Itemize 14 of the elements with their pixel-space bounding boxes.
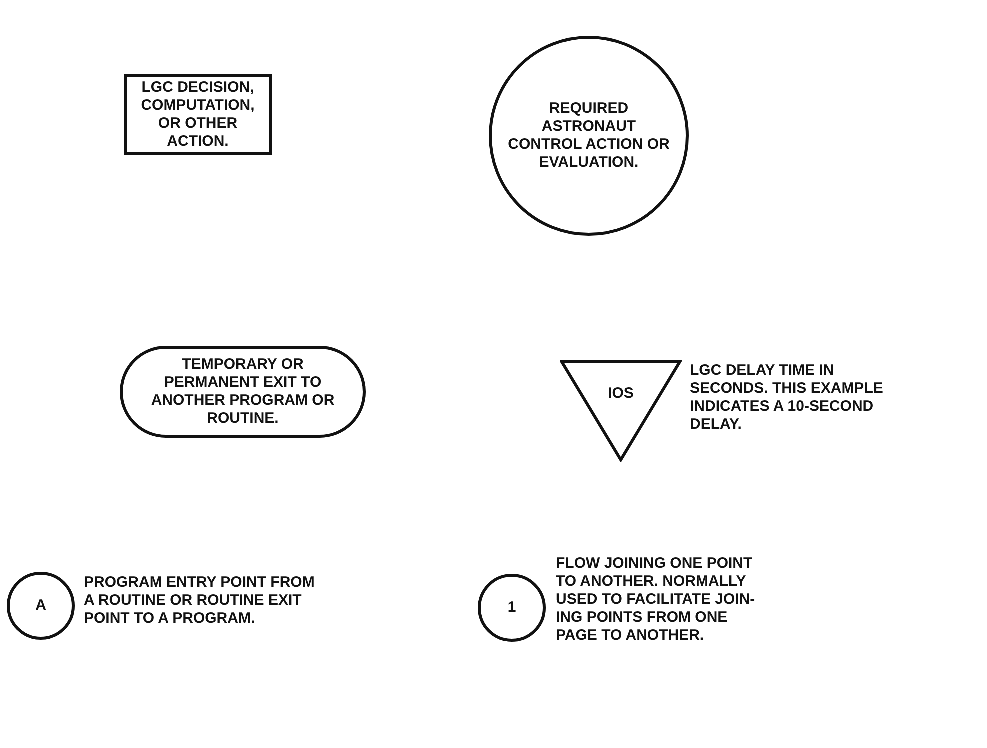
delay-triangle <box>560 360 682 462</box>
node-label: A <box>36 597 46 615</box>
description-text: FLOW JOINING ONE POINT TO ANOTHER. NORMALLY USED TO FACILITATE JOIN-ING POINTS FROM ONE PAGE TO ANOTHER. <box>556 555 756 645</box>
node-label: REQUIRED ASTRONAUT CONTROL ACTION OR EVALUATION. <box>507 100 671 172</box>
process-box <box>124 74 272 155</box>
connector-circle <box>478 574 546 642</box>
node-label: LGC DECISION, COMPUTATION, OR OTHER ACTION. <box>140 78 256 150</box>
description-text: PROGRAM ENTRY POINT FROM A ROUTINE OR ROUTINE EXIT POINT TO A PROGRAM. <box>84 574 316 628</box>
description-text: LGC DELAY TIME IN SECONDS. THIS EXAMPLE INDICATES A 10-SECOND DELAY. <box>690 362 884 434</box>
node-label: IOS <box>608 385 634 403</box>
connector-circle <box>7 572 75 640</box>
node-label: TEMPORARY OR PERMANENT EXIT TO ANOTHER PROGRAM OR ROUTINE. <box>150 356 336 428</box>
node-label: 1 <box>508 599 516 617</box>
decision-circle <box>489 36 689 236</box>
